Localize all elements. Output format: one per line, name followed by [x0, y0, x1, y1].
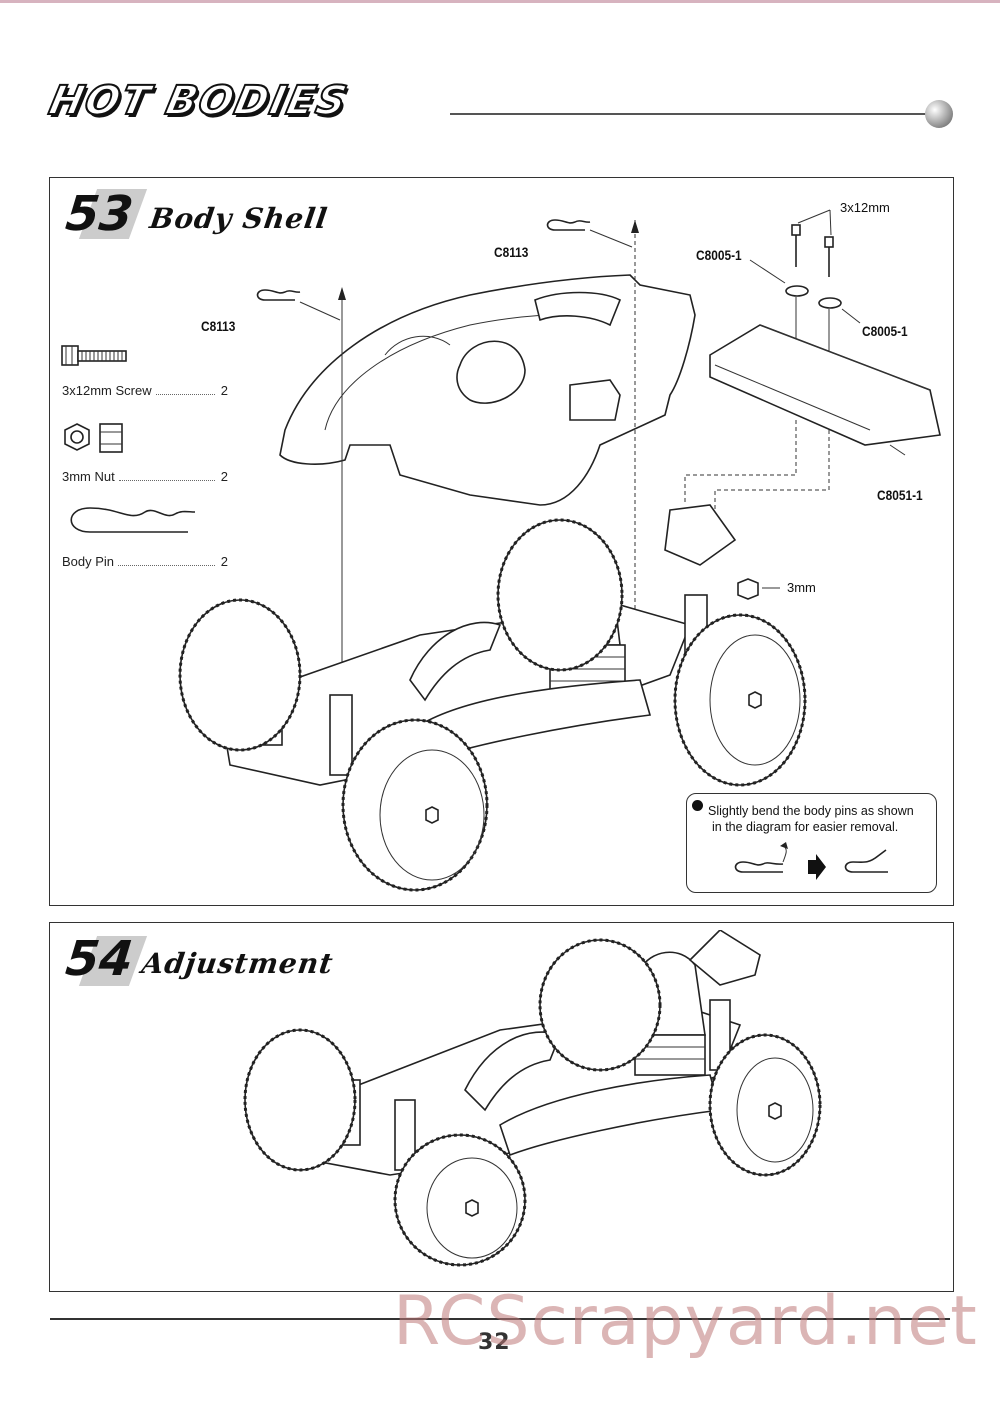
label-body-pin-right: C8113 [494, 244, 529, 260]
rear-left-wheel-54 [538, 938, 662, 1072]
front-right-wheel [341, 718, 489, 892]
page-number: 32 [478, 1330, 511, 1355]
part-name: 3x12mm Screw [62, 383, 152, 398]
step-54-number: 54 [63, 931, 136, 987]
front-left-wheel [178, 598, 302, 752]
rear-wing-illustration [709, 324, 941, 446]
top-border [0, 0, 1000, 3]
body-shell-illustration [279, 274, 696, 506]
label-washer-left: C8005-1 [696, 247, 742, 263]
parts-list-body-pin: Body Pin 2 [62, 554, 228, 569]
part-qty: 2 [220, 554, 228, 569]
note-line-2: in the diagram for easier removal. [712, 820, 899, 834]
bent-pin-diagram [734, 842, 888, 880]
rear-right-wheel [673, 613, 807, 787]
part-qty: 2 [220, 383, 228, 398]
part-name: 3mm Nut [62, 469, 115, 484]
body-pin-note-box [686, 793, 937, 893]
header-rule [450, 113, 930, 115]
body-pin-icon [70, 507, 196, 533]
part-name: Body Pin [62, 554, 115, 569]
front-left-wheel-54 [243, 1028, 357, 1172]
parts-list-screw: 3x12mm Screw 2 [62, 383, 228, 398]
part-qty: 2 [220, 469, 228, 484]
hot-bodies-logo: HOT BODIES [44, 77, 353, 125]
watermark-text: RCScrapyard.net [393, 1282, 978, 1361]
leader-dots [155, 394, 215, 395]
rear-left-wheel [496, 518, 624, 672]
front-right-wheel-54 [393, 1133, 527, 1267]
body-pin-right-illustration [546, 219, 591, 231]
leader-dots [118, 565, 215, 566]
rear-right-wheel-54 [708, 1033, 822, 1177]
parts-list-nut: 3mm Nut 2 [62, 469, 228, 484]
step-53-number: 53 [63, 186, 136, 242]
note-bullet-icon [692, 800, 703, 811]
label-nut-size: 3mm [787, 580, 816, 595]
label-washer-right: C8005-1 [862, 323, 908, 339]
label-screw-size: 3x12mm [840, 200, 890, 215]
body-shell-assembly-diagram [178, 209, 941, 892]
screw-icon [61, 345, 127, 366]
adjustment-buggy-diagram [243, 930, 822, 1267]
label-wing: C8051-1 [877, 487, 923, 503]
header-ball-icon [925, 100, 953, 128]
note-line-1: Slightly bend the body pins as shown [708, 804, 914, 818]
label-body-pin-left: C8113 [201, 318, 236, 334]
leader-dots [118, 480, 215, 481]
body-pin-left-illustration [256, 289, 301, 301]
nut-icon [64, 423, 123, 453]
footer-rule [50, 1318, 950, 1320]
